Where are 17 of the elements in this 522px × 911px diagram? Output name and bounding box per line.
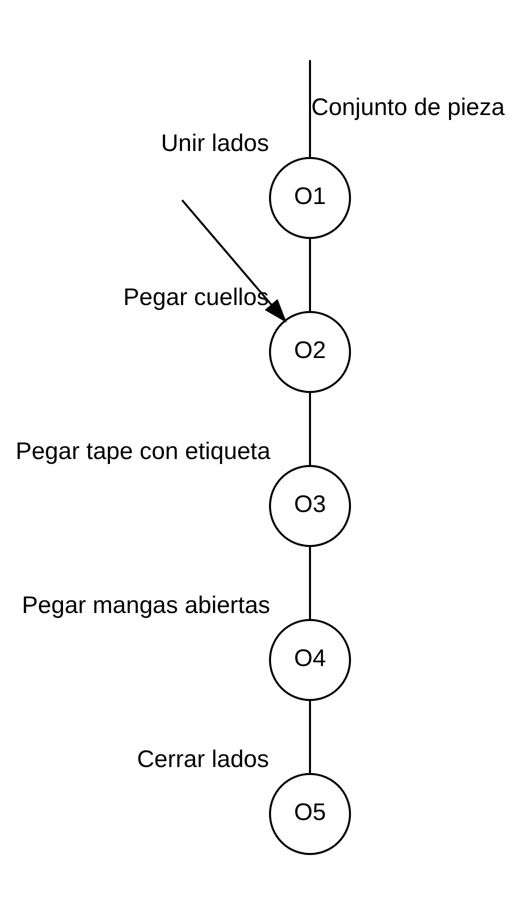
- node-circle: O5: [269, 772, 351, 854]
- node-label: Unir lados: [160, 130, 270, 157]
- node-circle: O2: [269, 310, 351, 392]
- node-label: Pegar tape con etiqueta: [16, 438, 270, 465]
- connector: [309, 238, 311, 311]
- node-label: Cerrar lados: [136, 746, 270, 773]
- node-label: Pegar cuellos: [123, 284, 269, 311]
- connector: [309, 60, 311, 158]
- node-circle: O3: [269, 464, 351, 546]
- node-label: Pegar mangas abiertas: [22, 592, 270, 619]
- connector: [309, 700, 311, 773]
- connector: [309, 546, 311, 619]
- node-circle: O4: [269, 618, 351, 700]
- arrow: [181, 198, 287, 322]
- node-circle: O1: [269, 156, 351, 238]
- connector: [309, 392, 311, 465]
- edge-label: Conjunto de pieza: [311, 94, 505, 121]
